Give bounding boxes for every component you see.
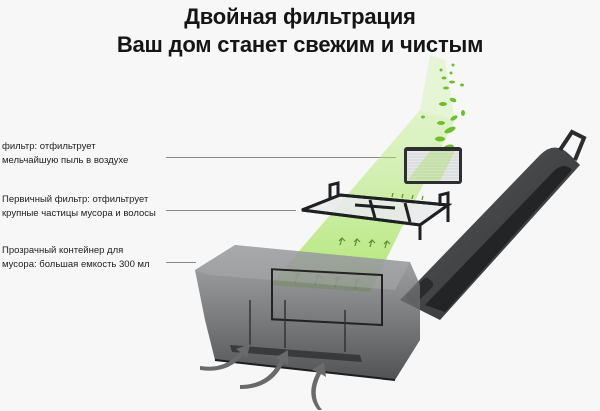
- callout-text: фильтр: отфильтрует: [2, 141, 96, 152]
- callout-container: Прозрачный контейнер для мусора: большая…: [2, 244, 150, 272]
- callout-line-container: [166, 262, 196, 263]
- callout-line-primary: [166, 210, 296, 211]
- hepa-filter: [404, 147, 462, 184]
- callout-line-hepa: [166, 157, 396, 158]
- callout-text: крупные частицы мусора и волосы: [2, 208, 156, 219]
- callout-text: Прозрачный контейнер для: [2, 245, 124, 256]
- title-line-1: Двойная фильтрация: [184, 4, 416, 29]
- callout-hepa-filter: фильтр: отфильтрует мельчайшую пыль в во…: [2, 140, 128, 168]
- callout-text: Первичный фильтр: отфильтрует: [2, 194, 149, 205]
- primary-filter: [301, 181, 453, 240]
- dust-container: [195, 245, 420, 381]
- callout-text: мельчайшую пыль в воздухе: [2, 155, 129, 166]
- title-line-2: Ваш дом станет свежим и чистым: [116, 32, 484, 57]
- intake-arrows-icon: [200, 344, 326, 410]
- callout-text: мусора: большая емкость 300 мл: [2, 259, 150, 270]
- callout-primary-filter: Первичный фильтр: отфильтрует крупные ча…: [2, 193, 156, 221]
